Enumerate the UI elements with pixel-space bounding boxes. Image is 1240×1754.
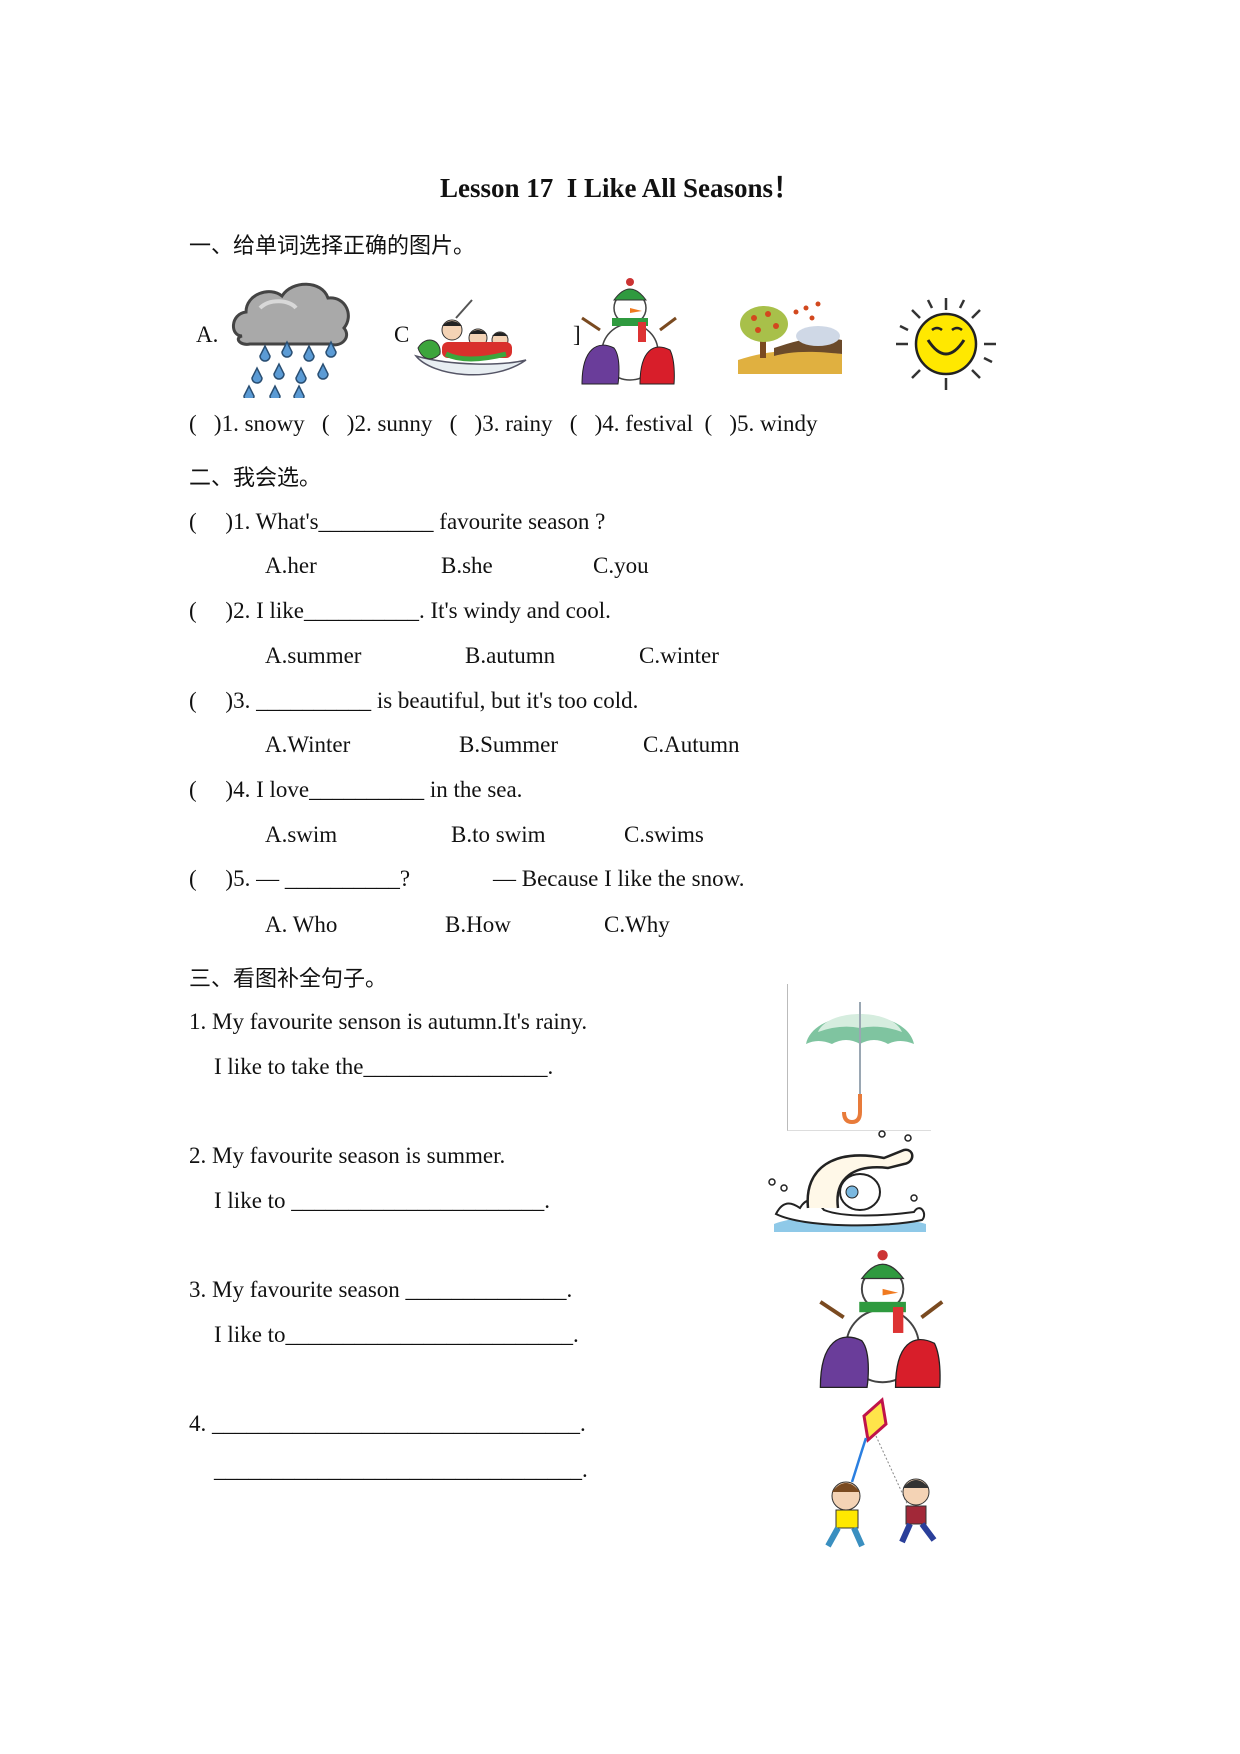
question-2-stem: ( )2. I like__________. It's windy and c… [189, 598, 611, 623]
question-5-stem: ( )5. — __________? [189, 866, 411, 891]
item-1-line-2: I like to take the________________. [214, 1054, 554, 1079]
item-1-line-1: 1. My favourite senson is autumn.It's ra… [189, 1009, 588, 1034]
item-3-line-1: 3. My favourite season ______________. [189, 1277, 573, 1302]
item-4-line-1: 4. ________________________________. [189, 1411, 586, 1436]
question-2-option-a: A.summer [265, 643, 362, 668]
question-1-option-c: C.you [593, 553, 649, 578]
question-4-option-a: A.swim [265, 822, 338, 847]
page-title: Lesson 17 I Like All Seasons！ [439, 173, 801, 203]
question-3-stem: ( )3. __________ is beautiful, but it's … [189, 688, 639, 713]
question-4-stem: ( )4. I love__________ in the sea. [189, 777, 523, 802]
autumn-wind-picture [738, 300, 842, 374]
question-5-option-a: A. Who [265, 912, 338, 937]
snowman-picture-2 [810, 1250, 950, 1390]
section-1-heading: 一、给单词选择正确的图片。 [189, 234, 476, 259]
question-3-option-c: C.Autumn [643, 732, 740, 757]
snowman-picture-1 [578, 278, 678, 386]
question-2-option-c: C.winter [639, 643, 719, 668]
picture-label-a: A. [196, 322, 219, 347]
section-3-heading: 三、看图补全句子。 [189, 967, 388, 992]
question-1-stem: ( )1. What's__________ favourite season … [189, 509, 606, 534]
question-1-option-b: B.she [441, 553, 493, 578]
word-choice-row: ( )1. snowy ( )2. sunny ( )3. rainy ( )4… [189, 411, 818, 436]
item-2-line-2: I like to ______________________. [214, 1188, 551, 1213]
umbrella-picture [787, 984, 931, 1131]
dragon-boat-picture [412, 296, 530, 386]
picture-label-partial: ] [573, 322, 581, 347]
item-4-line-2: ________________________________. [214, 1457, 588, 1482]
rain-cloud-picture [230, 278, 358, 398]
item-2-line-1: 2. My favourite season is summer. [189, 1143, 506, 1168]
question-5-option-b: B.How [445, 912, 511, 937]
kite-flying-picture [810, 1396, 950, 1552]
question-3-option-a: A.Winter [265, 732, 351, 757]
question-3-option-b: B.Summer [459, 732, 559, 757]
sun-picture [894, 296, 998, 392]
item-3-line-2: I like to_________________________. [214, 1322, 579, 1347]
question-5-option-c: C.Why [604, 912, 670, 937]
question-1-option-a: A.her [265, 553, 317, 578]
question-5-reply: — Because I like the snow. [493, 866, 745, 891]
question-2-option-b: B.autumn [465, 643, 556, 668]
section-2-heading: 二、我会选。 [189, 466, 322, 491]
question-4-option-b: B.to swim [451, 822, 546, 847]
question-4-option-c: C.swims [624, 822, 704, 847]
picture-label-c: C [394, 322, 410, 347]
swimmer-picture [764, 1128, 930, 1236]
